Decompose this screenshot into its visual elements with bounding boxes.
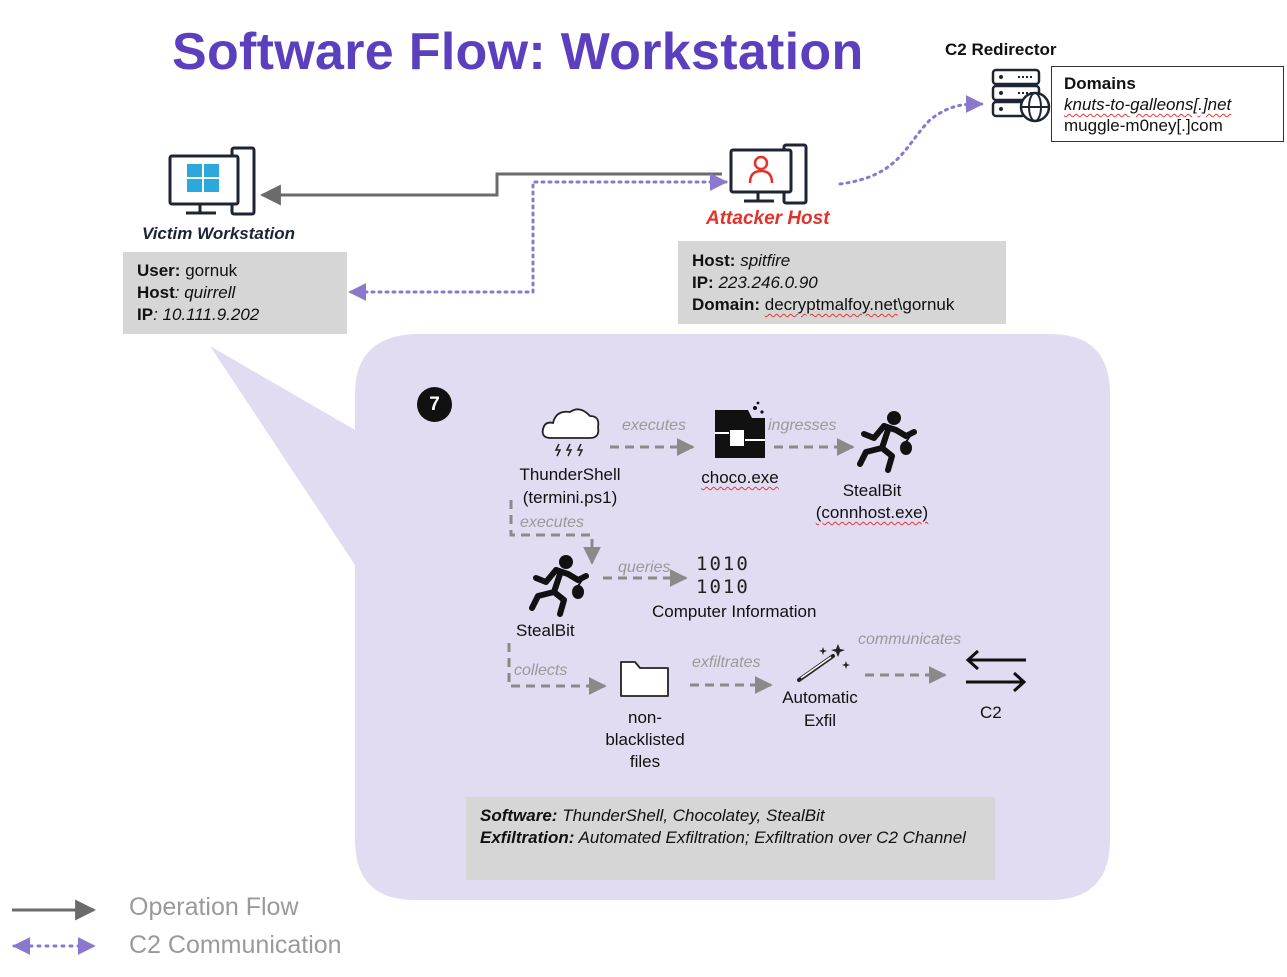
attacker-domain: Domain: decryptmalfoy.net\gornuk [692,295,955,314]
runner-thief-icon [857,411,917,473]
summary-software: Software: ThunderShell, Chocolatey, Stea… [480,806,825,825]
operation-flow-arrow [259,172,722,206]
node-computer-info: Computer Information [652,602,817,621]
edge-label-collects: collects [514,662,568,679]
edge-label-communicates: communicates [858,631,962,648]
edge-collects [507,643,607,695]
summary-exfiltration: Exfiltration: Automated Exfiltration; Ex… [480,828,966,847]
edge-label-exfiltrates: exfiltrates [692,654,761,671]
folder-icon [620,661,669,697]
summary-box: Software: ThunderShell, Chocolatey, Stea… [466,797,995,880]
c2-comm-arrow-victim [348,173,728,301]
c2-redirector-label: C2 Redirector [945,40,1057,59]
node-choco: choco.exe [701,468,779,487]
svg-text:1010: 1010 [696,576,750,598]
attacker-ip: IP: 223.246.0.90 [692,273,818,292]
node-stealbit: StealBit [516,621,575,640]
victim-info-box: User: gornuk Host: quirrell IP: 10.111.9… [123,252,347,334]
magic-wand-icon [797,644,850,682]
callout-bubble [210,334,1110,900]
edge-executes-2 [509,500,601,565]
victim-ip: IP: 10.111.9.202 [137,305,260,324]
edge-label-queries: queries [618,559,671,576]
node-auto-exfil: Automatic Exfil [782,688,858,730]
legend-operation-flow: Operation Flow [129,893,299,921]
victim-user: User: gornuk [137,261,238,280]
domain-item: knuts-to-galleons[.]net [1064,95,1232,114]
page-title: Software Flow: Workstation [172,23,864,81]
svg-text:1010: 1010 [696,553,750,575]
windows-workstation-icon [168,146,256,216]
edge-label-executes: executes [622,417,687,434]
domains-header: Domains [1064,74,1136,93]
edge-label-executes-2: executes [520,514,585,531]
binary-data-icon: 1010 1010 [696,553,750,598]
legend-c2-communication: C2 Communication [129,931,342,959]
domain-item: muggle-m0ney[.]com [1064,116,1223,135]
node-thundershell: ThunderShell (termini.ps1) [519,465,621,507]
victim-host: Host: quirrell [137,283,236,302]
server-globe-icon [991,68,1051,123]
chocolatey-icon [715,401,765,458]
step-badge: 7 [417,387,452,422]
attacker-info-box: Host: spitfire IP: 223.246.0.90 Domain: … [678,241,1006,324]
node-c2: C2 [980,703,1002,722]
attacker-host-label: Attacker Host [706,208,830,229]
edge-label-ingresses: ingresses [768,417,837,434]
node-stealbit-top: StealBit (connhost.exe) [815,481,929,522]
cloud-storm-icon [541,408,600,457]
attacker-host: Host: spitfire [692,251,791,270]
c2-comm-arrow-redirector [838,95,984,186]
victim-workstation-label: Victim Workstation [142,224,296,243]
domains-box: Domains knuts-to-galleons[.]net muggle-m… [1051,66,1284,142]
exchange-arrows-icon [965,649,1027,693]
attacker-computer-icon [729,143,808,205]
runner-thief-icon-2 [529,555,589,617]
node-files: non- blacklisted files [605,708,685,771]
